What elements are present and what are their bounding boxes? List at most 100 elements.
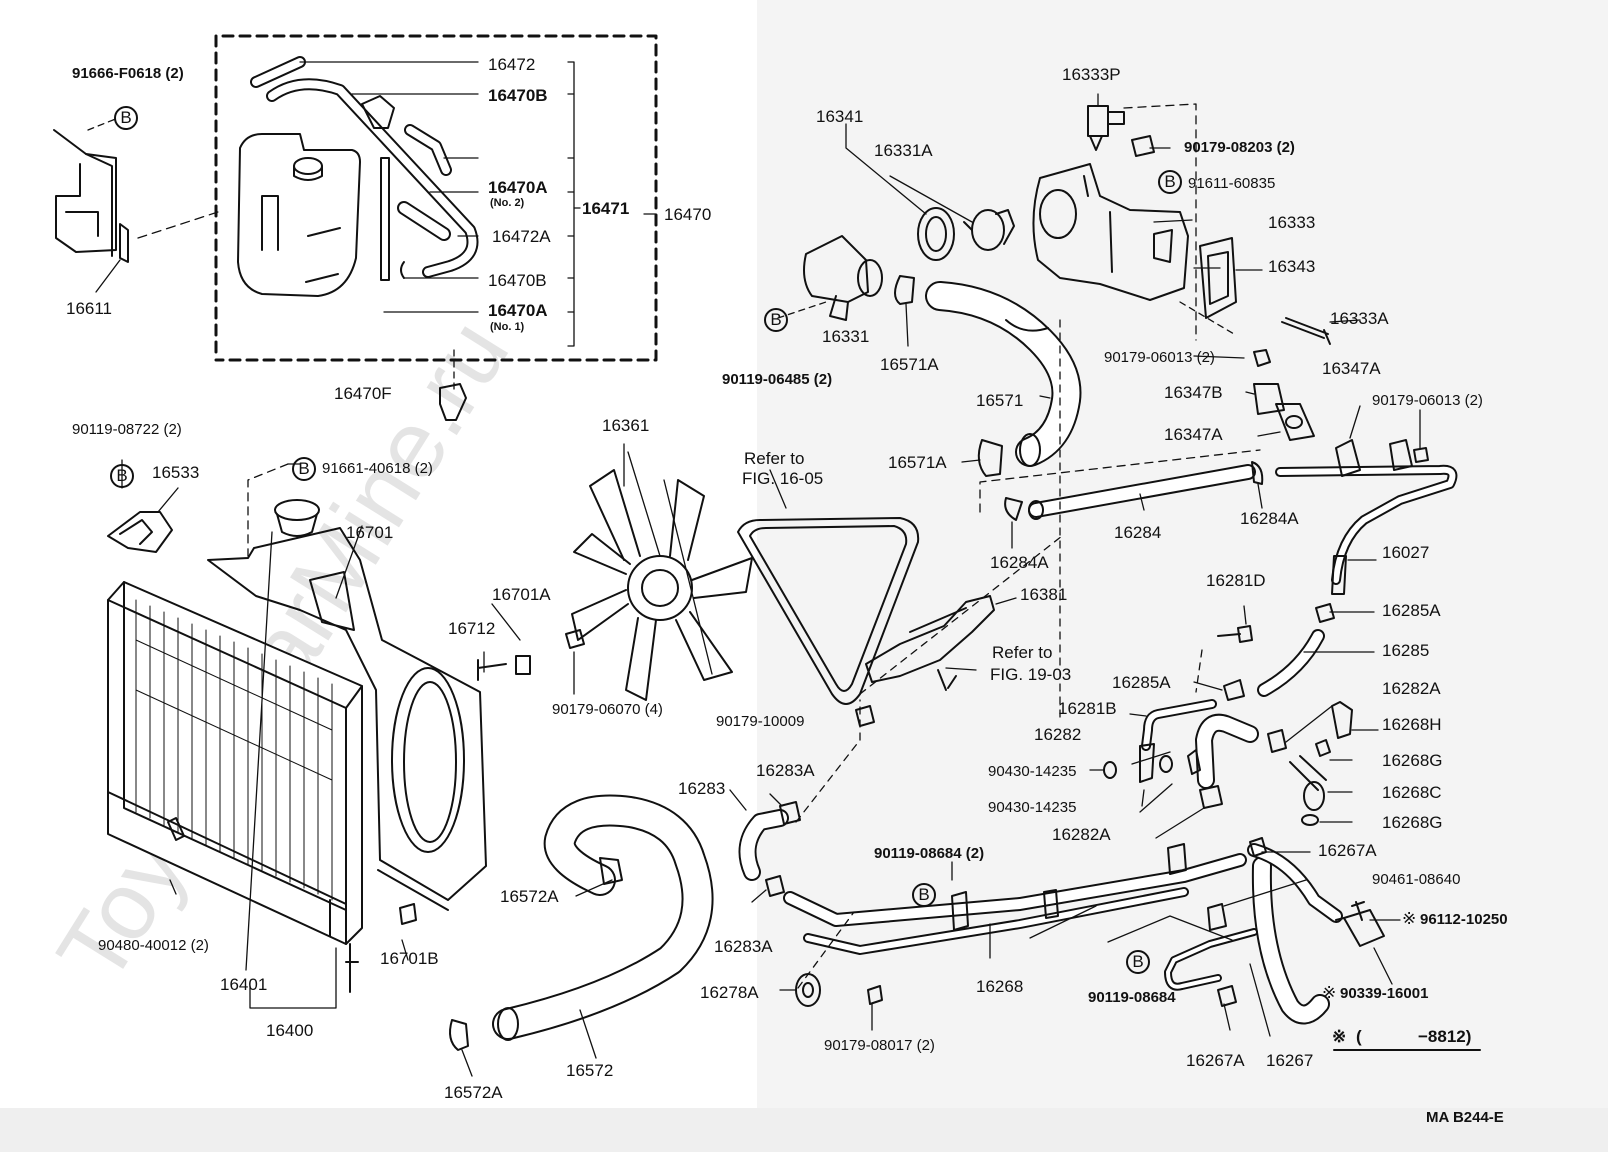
part-16470F-drawing <box>439 383 467 421</box>
label-16347a-2[interactable]: 16347A <box>1322 359 1381 378</box>
label-90179-10009[interactable]: 90179-10009 <box>716 713 804 730</box>
label-16701a[interactable]: 16701A <box>492 585 551 604</box>
label-91666-f0618[interactable]: 91666-F0618 (2) <box>72 65 184 82</box>
label-90119-08684-a[interactable]: 90119-08684 (2) <box>874 845 984 862</box>
label-16282[interactable]: 16282 <box>1034 725 1081 744</box>
label-16571a-2[interactable]: 16571A <box>888 453 947 472</box>
label-16472[interactable]: 16472 <box>488 55 535 74</box>
label-90179-08017[interactable]: 90179-08017 (2) <box>824 1037 935 1054</box>
label-16470f[interactable]: 16470F <box>334 384 392 403</box>
label-16284[interactable]: 16284 <box>1114 523 1161 542</box>
label-16470b-2[interactable]: 16470B <box>488 271 547 290</box>
label-16571a-1[interactable]: 16571A <box>880 355 939 374</box>
label-91611-60835[interactable]: 91611-60835 <box>1188 175 1275 192</box>
label-90179-06013-a[interactable]: 90179-06013 (2) <box>1104 349 1215 366</box>
label-16282a-1[interactable]: 16282A <box>1382 679 1441 698</box>
label-16268h[interactable]: 16268H <box>1382 715 1442 734</box>
label-16285a-1[interactable]: 16285A <box>1382 601 1441 620</box>
label-16470a-1[interactable]: 16470A <box>488 178 548 197</box>
label-16470b-1[interactable]: 16470B <box>488 86 548 105</box>
label-96112-10250[interactable]: 96112-10250 <box>1420 911 1508 928</box>
gasket-16341-drawing <box>845 123 955 261</box>
label-16701b[interactable]: 16701B <box>380 949 439 968</box>
fan-drawing <box>565 443 753 701</box>
label-refer-fig-16-05-line1[interactable]: Refer to <box>744 449 804 468</box>
label-16361[interactable]: 16361 <box>602 416 649 435</box>
label-16284a-1[interactable]: 16284A <box>990 553 1049 572</box>
label-16285a-2[interactable]: 16285A <box>1112 673 1171 692</box>
label-90430-14235-b[interactable]: 90430-14235 <box>988 799 1076 816</box>
label-refer-fig-19-03-line1[interactable]: Refer to <box>992 643 1052 662</box>
label-16268g-2[interactable]: 16268G <box>1382 813 1443 832</box>
label-16284a-2[interactable]: 16284A <box>1240 509 1299 528</box>
pipe-16281B-drawing <box>1129 699 1217 807</box>
label-90339-16001[interactable]: 90339-16001 <box>1340 985 1428 1002</box>
label-16283a-2[interactable]: 16283A <box>714 937 773 956</box>
label-16341[interactable]: 16341 <box>816 107 863 126</box>
label-16701[interactable]: 16701 <box>346 523 393 542</box>
label-16281d[interactable]: 16281D <box>1206 571 1266 590</box>
pipe-16027-drawing <box>1275 405 1458 595</box>
label-16470[interactable]: 16470 <box>664 205 711 224</box>
label-90430-14235-a[interactable]: 90430-14235 <box>988 763 1076 780</box>
b-mark-4-text: B <box>1164 172 1175 191</box>
label-16347a-1[interactable]: 16347A <box>1164 425 1223 444</box>
label-16268c[interactable]: 16268C <box>1382 783 1442 802</box>
label-90179-06013-b[interactable]: 90179-06013 (2) <box>1372 392 1483 409</box>
label-16268g-1[interactable]: 16268G <box>1382 751 1443 770</box>
label-16572a-1[interactable]: 16572A <box>500 887 559 906</box>
b-mark-5 <box>764 308 788 332</box>
label-16282a-2[interactable]: 16282A <box>1052 825 1111 844</box>
label-16267a-2[interactable]: 16267A <box>1186 1051 1245 1070</box>
label-90480-40012[interactable]: 90480-40012 (2) <box>98 937 209 954</box>
label-16331a[interactable]: 16331A <box>874 141 933 160</box>
hose-16283-drawing <box>729 699 861 903</box>
label-16283[interactable]: 16283 <box>678 779 725 798</box>
label-16278a[interactable]: 16278A <box>700 983 759 1002</box>
label-16268[interactable]: 16268 <box>976 977 1023 996</box>
b-mark-6 <box>912 883 936 907</box>
hose-16284-drawing <box>979 449 1264 549</box>
label-90179-08203[interactable]: 90179-08203 (2) <box>1184 139 1295 156</box>
pipe-16268-drawing <box>783 843 1247 989</box>
label-16533[interactable]: 16533 <box>152 463 199 482</box>
connectors-16268-drawing <box>1289 701 1379 826</box>
label-16611[interactable]: 16611 <box>66 299 112 318</box>
b-mark-5-text: B <box>770 310 781 329</box>
label-16333a[interactable]: 16333A <box>1330 309 1389 328</box>
label-90119-06485[interactable]: 90119-06485 (2) <box>722 371 832 388</box>
label-16285[interactable]: 16285 <box>1382 641 1429 660</box>
bracket-16611-drawing <box>53 117 219 293</box>
label-16712[interactable]: 16712 <box>448 619 495 638</box>
label-90119-08722[interactable]: 90119-08722 (2) <box>72 421 182 438</box>
label-16401[interactable]: 16401 <box>220 975 267 994</box>
label-16333p[interactable]: 16333P <box>1062 65 1121 84</box>
label-16472a[interactable]: 16472A <box>492 227 551 246</box>
label-16267a-1[interactable]: 16267A <box>1318 841 1377 860</box>
label-16381[interactable]: 16381 <box>1020 585 1067 604</box>
label-refer-fig-19-03-line2[interactable]: FIG. 19-03 <box>990 665 1071 684</box>
label-16572a-2[interactable]: 16572A <box>444 1083 503 1102</box>
label-90179-06070[interactable]: 90179-06070 (4) <box>552 701 663 718</box>
washers-90430-drawing <box>1089 755 1173 779</box>
label-91661-40618[interactable]: 91661-40618 (2) <box>322 460 433 477</box>
label-16333[interactable]: 16333 <box>1268 213 1315 232</box>
label-16571[interactable]: 16571 <box>976 391 1023 410</box>
label-16027[interactable]: 16027 <box>1382 543 1429 562</box>
label-90461-08640[interactable]: 90461-08640 <box>1372 871 1460 888</box>
label-16331[interactable]: 16331 <box>822 327 869 346</box>
label-16267[interactable]: 16267 <box>1266 1051 1313 1070</box>
label-16283a-1[interactable]: 16283A <box>756 761 815 780</box>
label-16400[interactable]: 16400 <box>266 1021 313 1040</box>
label-refer-fig-16-05-line2[interactable]: FIG. 16-05 <box>742 469 823 488</box>
star-mark-2: ※ <box>1322 983 1336 1002</box>
label-16470a-2[interactable]: 16470A <box>488 301 548 320</box>
label-16281b[interactable]: 16281B <box>1058 699 1117 718</box>
label-16347b[interactable]: 16347B <box>1164 383 1223 402</box>
label-16572[interactable]: 16572 <box>566 1061 613 1080</box>
part-16712-drawing <box>477 655 531 681</box>
label-90119-08684-b[interactable]: 90119-08684 <box>1088 989 1176 1006</box>
label-16343[interactable]: 16343 <box>1268 257 1315 276</box>
label-16471[interactable]: 16471 <box>582 199 629 218</box>
gasket-16347-drawing <box>1245 383 1315 441</box>
